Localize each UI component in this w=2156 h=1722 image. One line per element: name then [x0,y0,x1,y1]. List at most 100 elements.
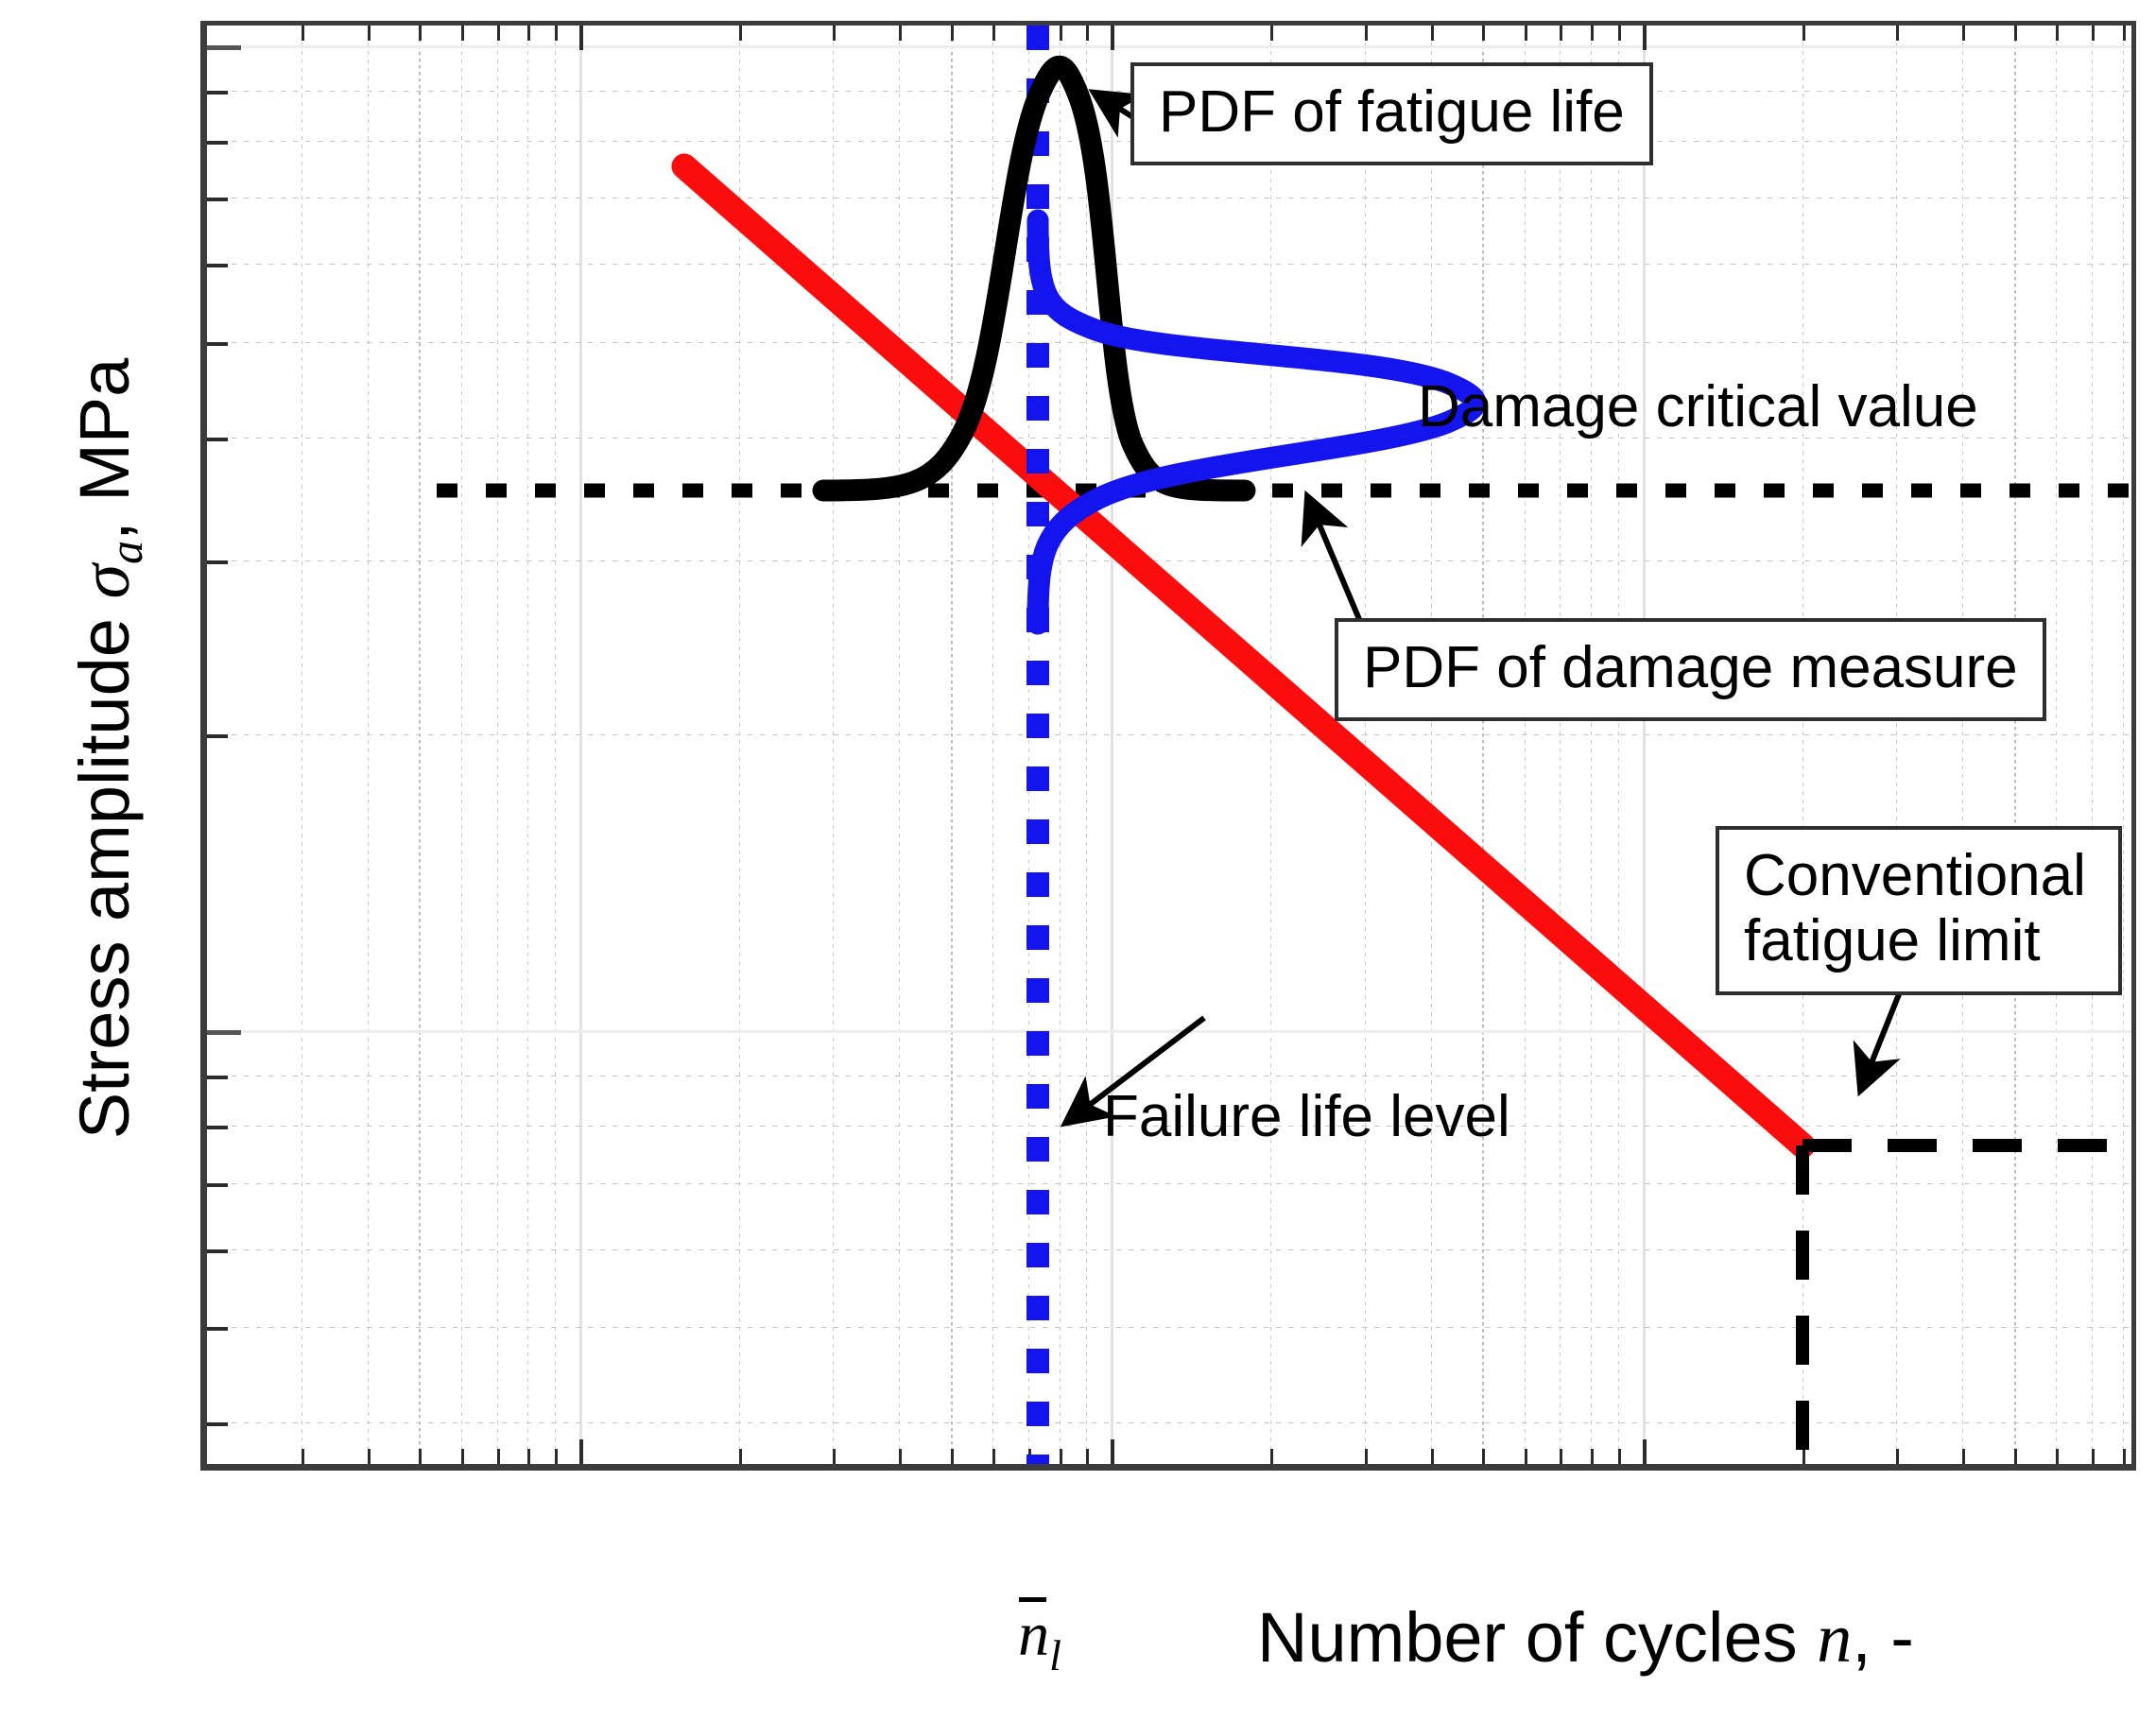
x-tick-subscript: l [1049,1631,1061,1679]
x-axis-tick-top [1962,26,1966,41]
grid-line-vertical [460,26,462,1464]
grid-line-vertical [1086,26,1088,1464]
grid-line-horizontal [207,560,2131,561]
grid-line-vertical [833,26,834,1464]
plot-area [200,21,2136,1471]
x-axis-tick-top [1591,26,1595,41]
grid-line-vertical [1560,26,1561,1464]
x-axis-tick [1482,1449,1486,1464]
x-axis-tick [578,1439,583,1464]
y-axis-tick [207,264,228,268]
x-axis-tick [2056,1449,2060,1464]
grid-line-vertical [2122,26,2124,1464]
pdf-fatigue-life-curve [812,56,1256,502]
grid-line-vertical [496,26,498,1464]
annotation-failure-life-level: Failure life level [1103,1084,1510,1149]
x-axis-tick [739,1449,742,1464]
x-axis-tick [899,1449,903,1464]
grid-line-vertical [950,26,953,1464]
x-axis-tick-top [460,26,464,41]
x-axis-tick-top [555,26,558,41]
x-axis-tick [2122,1449,2126,1464]
x-axis-label-prefix: Number of cycles [1257,1598,1818,1677]
x-axis-tick-top [1560,26,1563,41]
x-axis-tick [496,1449,500,1464]
grid-line-vertical [1430,26,1432,1464]
x-axis-tick-top [578,26,583,50]
y-axis-tick [207,140,228,145]
grid-line-horizontal [207,1030,2131,1034]
x-axis-tick-top [1802,26,1805,41]
x-axis-tick-top [1617,26,1621,41]
annotation-conventional-fatigue-limit: Conventional fatigue limit [1716,826,2122,995]
x-axis-tick [1086,1449,1090,1464]
y-axis-tick [207,1182,228,1187]
x-axis-tick [950,1449,954,1464]
x-axis-tick-top [1364,26,1368,41]
grid-line-horizontal [207,264,2131,266]
y-axis-label-symbol: σ [67,564,145,599]
grid-line-horizontal [207,1248,2131,1250]
x-axis-tick [1059,1449,1062,1464]
grid-line-vertical [367,26,369,1464]
x-axis-tick-top [1430,26,1434,41]
grid-line-vertical [419,26,422,1464]
grid-line-vertical [2013,26,2016,1464]
x-axis-tick [555,1449,558,1464]
x-axis-label-symbol: n [1817,1600,1853,1678]
grid-line-vertical [1642,26,1646,1464]
y-axis-label-prefix: Stress amplitude [65,598,144,1140]
x-tick-label-mean-failure-life: nl [988,1597,1092,1680]
grid-line-vertical [2091,26,2093,1464]
annotation-pdf-damage-measure: PDF of damage measure [1335,618,2046,722]
y-axis-tick [207,90,228,95]
x-axis-tick [992,1449,996,1464]
annotation-pdf-fatigue-life: PDF of fatigue life [1130,62,1653,166]
y-axis-label: Stress amplitude σa, MPa [64,304,153,1193]
grid-line-horizontal [207,1422,2131,1424]
x-axis-tick-top [301,26,304,41]
grid-line-vertical [992,26,994,1464]
grid-line-horizontal [207,733,2131,735]
x-axis-tick-top [1642,26,1647,50]
pdf-damage-measure-curve [1026,209,1486,635]
grid-line-horizontal [207,1182,2131,1184]
x-axis-tick-top [1059,26,1062,41]
x-axis-tick-top [367,26,371,41]
x-axis-tick [2091,1449,2095,1464]
x-axis-tick-top [419,26,423,41]
y-axis-tick [207,198,228,202]
x-axis-tick [527,1449,531,1464]
grid-line-vertical [1364,26,1366,1464]
annotation-pdf-damage-measure-text: PDF of damage measure [1363,635,2018,700]
x-axis-tick [460,1449,464,1464]
grid-line-vertical [1962,26,1964,1464]
grid-line-horizontal [207,1327,2131,1329]
x-axis-tick-top [992,26,996,41]
plot-inner [207,26,2131,1464]
annotation-failure-life-level-text: Failure life level [1103,1084,1510,1149]
y-axis-tick [207,437,228,441]
y-axis-tick [207,44,241,50]
x-axis-tick-top [527,26,531,41]
y-axis-tick [207,560,228,564]
x-axis-tick [1895,1449,1899,1464]
x-axis-tick-top [1086,26,1090,41]
leader-failure-life-level [1060,1015,1206,1128]
y-axis-tick [207,1126,228,1130]
annotation-pdf-fatigue-life-text: PDF of fatigue life [1159,79,1625,145]
data-layer [437,26,2131,1464]
grid-line-vertical [739,26,740,1464]
grid-line-vertical [555,26,556,1464]
y-axis-tick [207,1327,228,1332]
grid-line-vertical [1524,26,1526,1464]
x-axis-tick [419,1449,423,1464]
grid-line-horizontal [207,1126,2131,1128]
x-axis-tick [367,1449,371,1464]
x-axis-tick-top [2056,26,2060,41]
x-axis-tick-top [833,26,836,41]
y-axis-tick [207,1076,228,1079]
x-axis-tick [1364,1449,1368,1464]
x-axis-tick [1430,1449,1434,1464]
x-axis-tick-top [899,26,903,41]
